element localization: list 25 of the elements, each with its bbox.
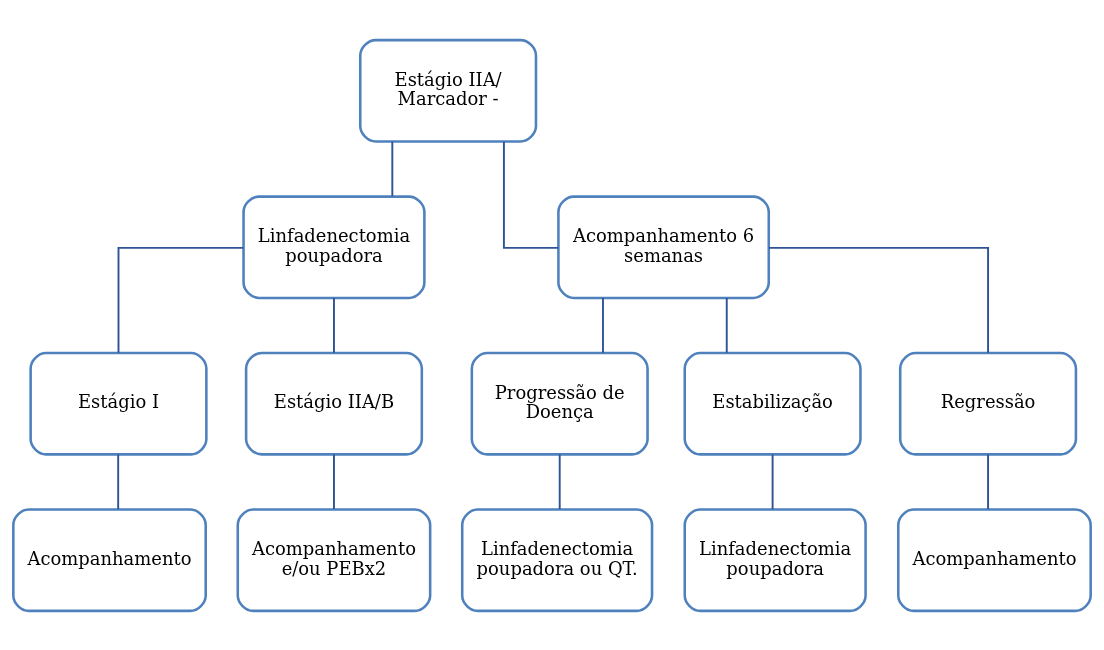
node-box: Estágio I [29, 351, 208, 456]
connector [117, 246, 245, 354]
node-box: Acompanhamento e/ou PEBx2 [236, 507, 432, 612]
node-box: Linfadenectomia poupadora [242, 194, 426, 299]
node-box: Estágio IIA/ Marcador - [358, 38, 538, 143]
node-box: Regressão [898, 351, 1078, 456]
node-box: Acompanhamento [12, 507, 207, 612]
node-box: Linfadenectomia poupadora [683, 507, 867, 612]
connector [558, 453, 561, 510]
connector [725, 296, 728, 354]
node-box: Progressão de Doença [470, 351, 649, 456]
connector [391, 140, 394, 197]
connector [117, 453, 120, 510]
connector [502, 140, 560, 249]
connector [771, 453, 774, 510]
node-box: Estágio IIA/B [244, 351, 424, 456]
connector [333, 453, 335, 510]
connector [767, 246, 990, 354]
connector [987, 453, 990, 510]
node-box: Estabilização [683, 351, 862, 456]
node-box: Linfadenectomia poupadora ou QT. [460, 507, 654, 612]
connector [333, 296, 335, 354]
node-box: Acompanhamento [897, 507, 1092, 612]
connector [602, 296, 604, 354]
node-box: Acompanhamento 6 semanas [557, 194, 771, 299]
